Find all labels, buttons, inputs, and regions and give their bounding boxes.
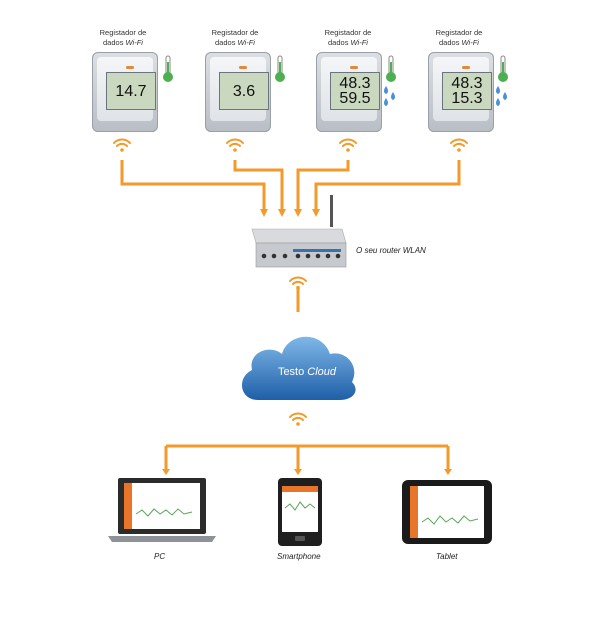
arrow-cloud-branch bbox=[164, 444, 450, 470]
client-label-tablet: Tablet bbox=[436, 552, 458, 561]
humidity-drops-icon bbox=[496, 86, 507, 106]
data-logger-device: 14.7 bbox=[92, 52, 158, 132]
data-logger-device: 48.3 15.3 bbox=[428, 52, 494, 132]
tablet-icon bbox=[402, 480, 492, 544]
data-logger-device: 48.3 59.5 bbox=[316, 52, 382, 132]
wifi-icon bbox=[289, 412, 307, 426]
logger-title: Registador de dados Wi-Fi bbox=[211, 28, 259, 47]
laptop-icon bbox=[108, 478, 216, 542]
logger-display: 48.3 59.5 bbox=[330, 72, 380, 110]
logger-title: Registador de dados Wi-Fi bbox=[435, 28, 483, 47]
logger-display: 3.6 bbox=[219, 72, 269, 110]
wifi-icon bbox=[289, 276, 307, 290]
thermometer-icon bbox=[275, 55, 285, 82]
client-label-smartphone: Smartphone bbox=[277, 552, 321, 561]
arrow-logger4-to-router bbox=[312, 160, 461, 217]
router-label: O seu router WLAN bbox=[356, 246, 426, 255]
wifi-icon bbox=[339, 138, 357, 152]
smartphone-icon bbox=[278, 478, 322, 546]
wifi-icon bbox=[226, 138, 244, 152]
arrow-logger1-to-router bbox=[120, 160, 268, 217]
data-logger-device: 3.6 bbox=[205, 52, 271, 132]
logger-display: 14.7 bbox=[106, 72, 156, 110]
wifi-icon bbox=[113, 138, 131, 152]
wlan-router bbox=[251, 195, 347, 268]
logger-title: Registador de dados Wi-Fi bbox=[99, 28, 147, 47]
logger-title: Registador de dados Wi-Fi bbox=[324, 28, 372, 47]
thermometer-icon bbox=[386, 55, 396, 82]
sensor-icons bbox=[163, 55, 508, 106]
thermometer-icon bbox=[498, 55, 508, 82]
humidity-drops-icon bbox=[384, 86, 395, 106]
client-label-pc: PC bbox=[154, 552, 166, 561]
thermometer-icon bbox=[163, 55, 173, 82]
cloud-label: Testo Cloud bbox=[277, 366, 337, 378]
arrow-logger2-to-router bbox=[233, 160, 286, 217]
wifi-icon bbox=[450, 138, 468, 152]
arrow-logger3-to-router bbox=[294, 160, 350, 217]
logger-display: 48.3 15.3 bbox=[442, 72, 492, 110]
cloud-icon bbox=[241, 336, 356, 400]
